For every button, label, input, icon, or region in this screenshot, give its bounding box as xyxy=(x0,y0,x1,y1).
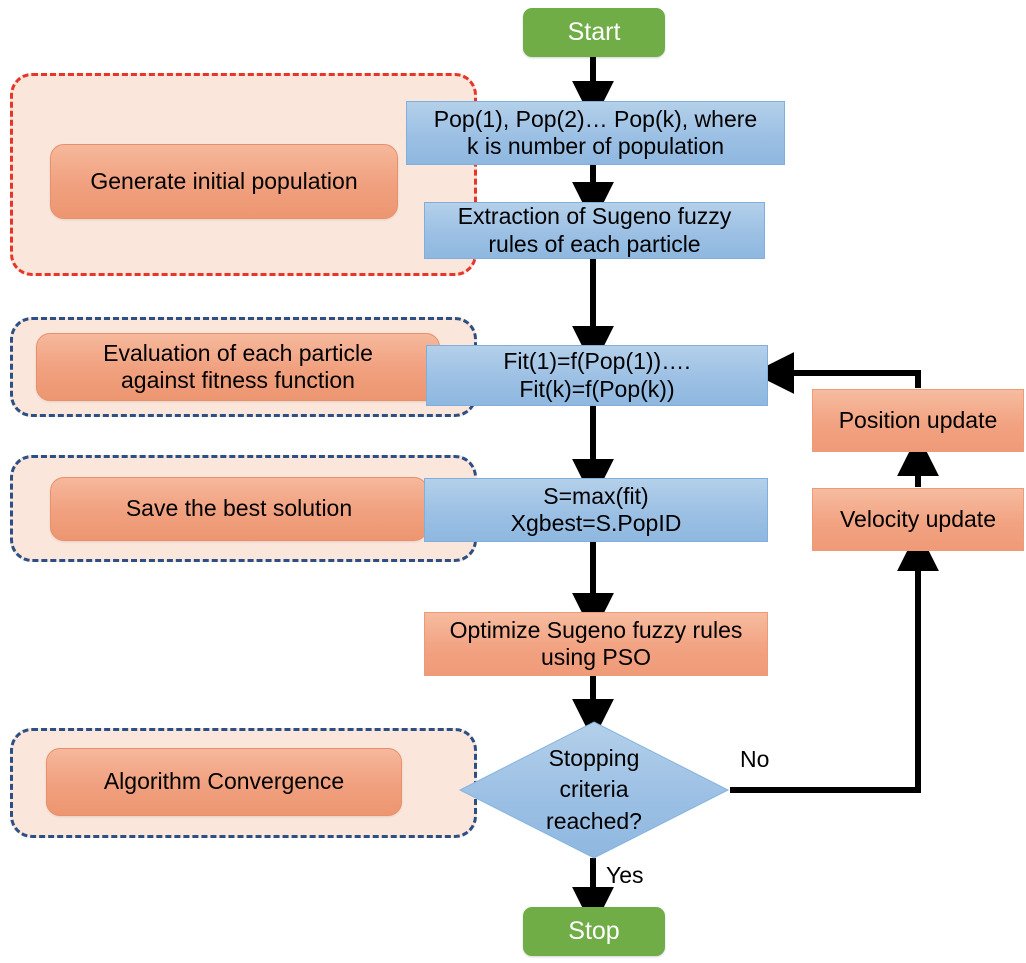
node-start-label: Start xyxy=(567,17,621,46)
node-start[interactable]: Start xyxy=(523,8,665,57)
node-init-population[interactable]: Pop(1), Pop(2)… Pop(k), where k is numbe… xyxy=(406,101,785,165)
node-decision-label: Stopping criteria reached? xyxy=(546,745,642,834)
node-optimize-label: Optimize Sugeno fuzzy rules using PSO xyxy=(449,616,743,670)
node-position-update-label: Position update xyxy=(838,406,998,433)
node-extraction-label: Extraction of Sugeno fuzzy rules of each… xyxy=(457,203,732,257)
annotation-label: Algorithm Convergence xyxy=(103,768,345,795)
edge-label-yes: Yes xyxy=(606,862,644,888)
annotation-label: Evaluation of each particle against fitn… xyxy=(103,339,373,393)
node-position-update[interactable]: Position update xyxy=(812,389,1024,452)
node-save-best[interactable]: S=max(fit) Xgbest=S.PopID xyxy=(424,478,768,542)
node-stop-label: Stop xyxy=(568,916,620,945)
node-decision-stopping-criteria[interactable]: Stopping criteria reached? xyxy=(458,720,730,860)
node-extraction[interactable]: Extraction of Sugeno fuzzy rules of each… xyxy=(424,202,765,259)
node-stop[interactable]: Stop xyxy=(523,907,665,956)
edge-label-no: No xyxy=(740,746,770,772)
edge-position-to-fitness xyxy=(752,352,921,394)
edge-decision-no-to-velocity xyxy=(730,529,939,793)
node-fitness[interactable]: Fit(1)=f(Pop(1))…. Fit(k)=f(Pop(k)) xyxy=(426,345,768,406)
annotation-generate-initial-population: Generate initial population xyxy=(50,144,398,219)
annotation-algorithm-convergence: Algorithm Convergence xyxy=(46,748,402,816)
node-velocity-update[interactable]: Velocity update xyxy=(812,488,1024,551)
node-fitness-label: Fit(1)=f(Pop(1))…. Fit(k)=f(Pop(k)) xyxy=(503,348,691,402)
node-velocity-update-label: Velocity update xyxy=(839,505,996,532)
annotation-evaluation-of-each-particle: Evaluation of each particle against fitn… xyxy=(36,333,440,401)
node-save-best-label: S=max(fit) Xgbest=S.PopID xyxy=(510,482,682,536)
node-init-population-label: Pop(1), Pop(2)… Pop(k), where k is numbe… xyxy=(433,105,758,159)
annotation-label: Generate initial population xyxy=(90,167,358,194)
node-optimize[interactable]: Optimize Sugeno fuzzy rules using PSO xyxy=(424,612,768,676)
annotation-label: Save the best solution xyxy=(125,495,353,522)
annotation-save-the-best-solution: Save the best solution xyxy=(50,477,428,541)
